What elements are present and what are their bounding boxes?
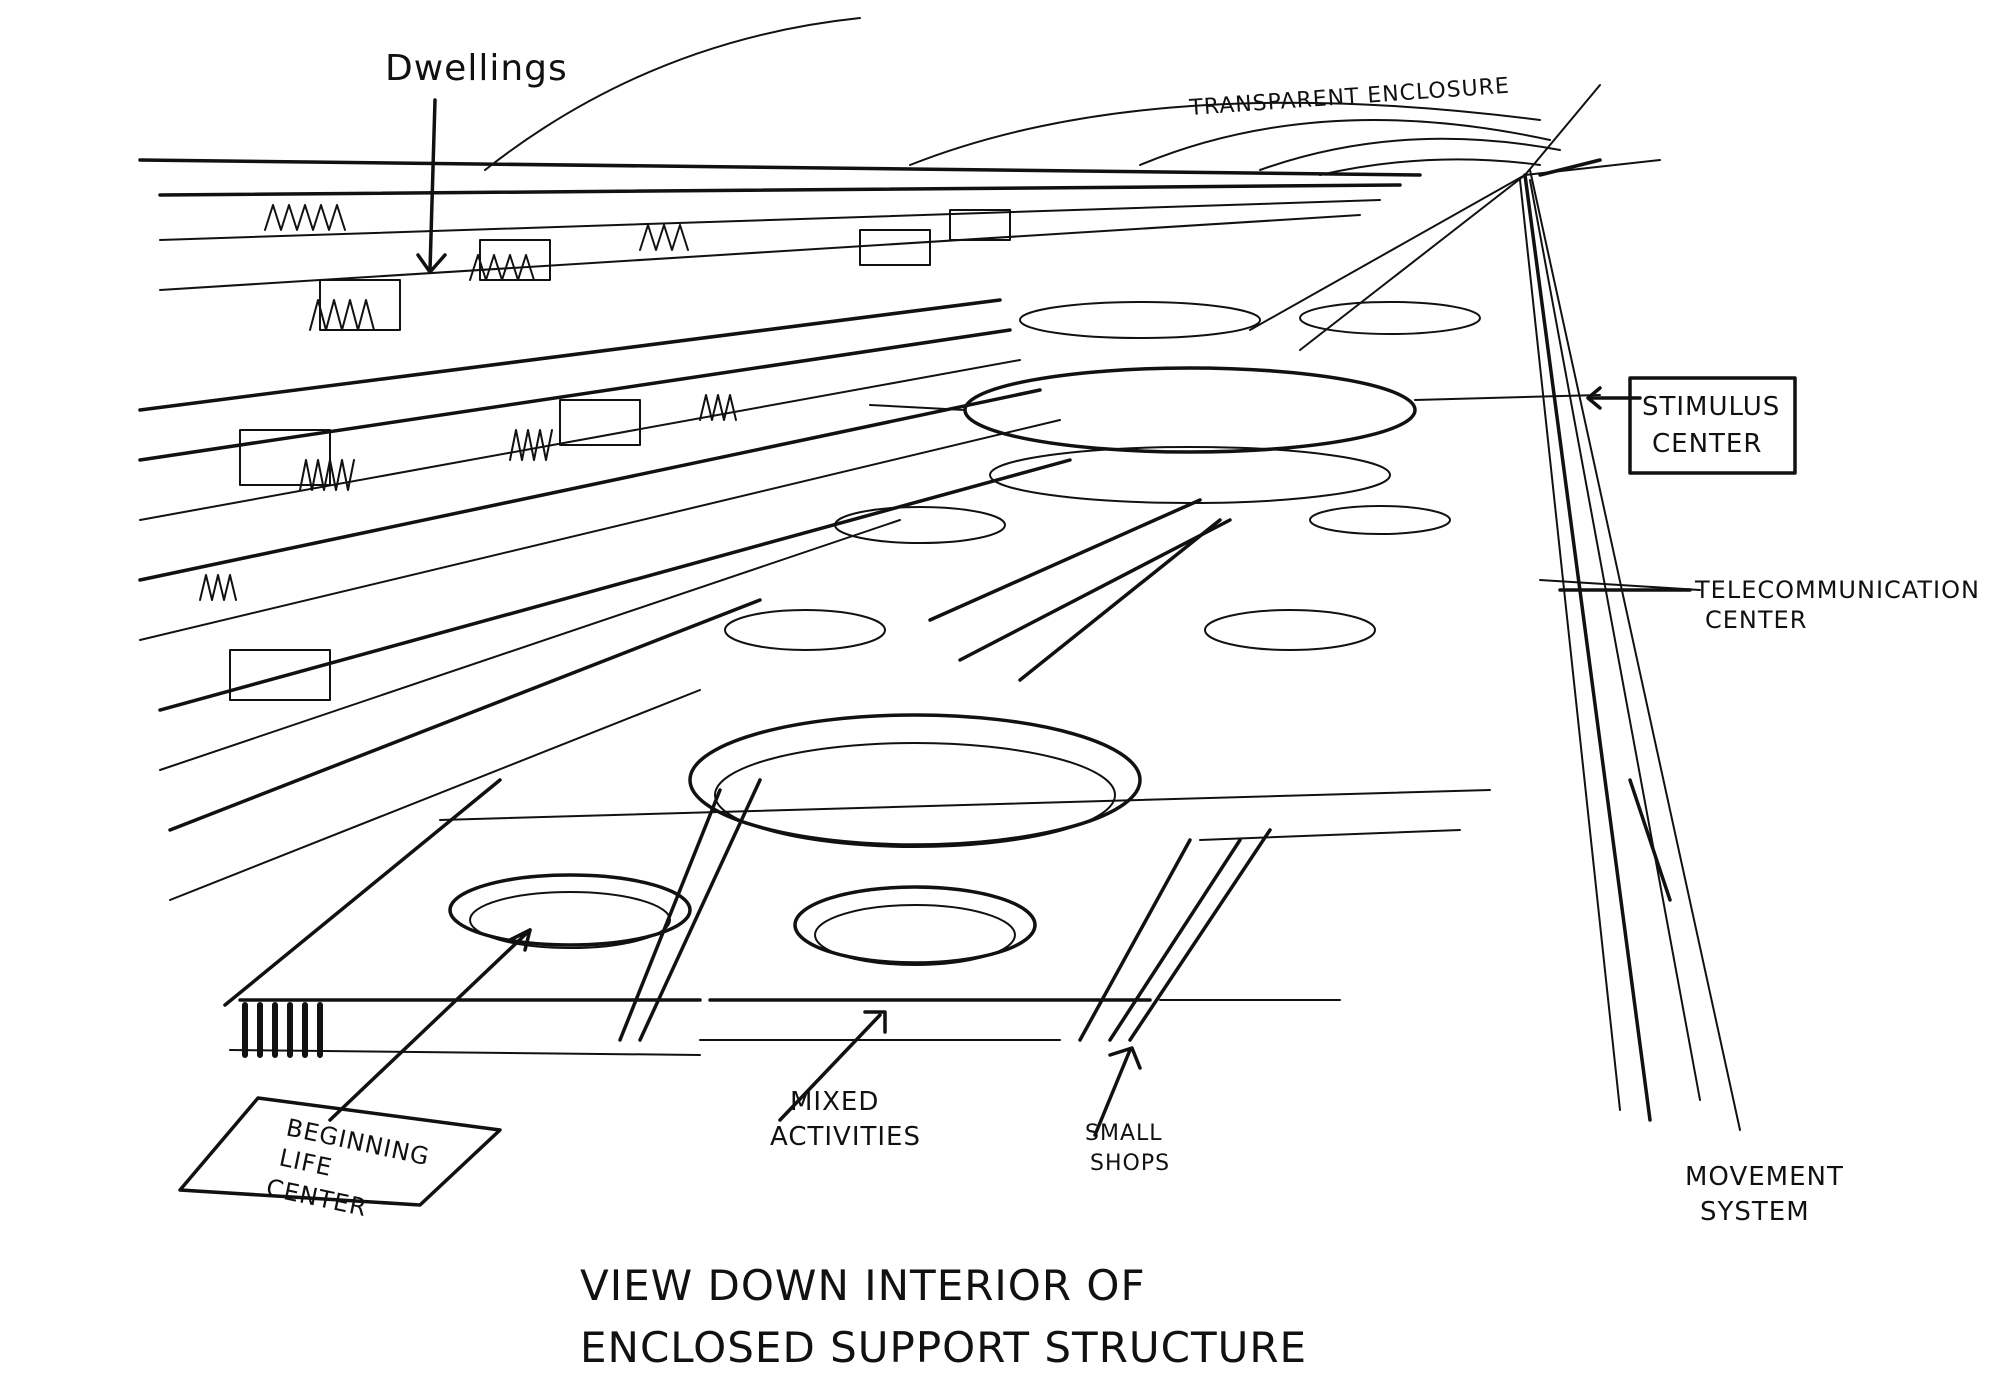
beginning-life-center-label-line3: CENTER (264, 1173, 370, 1222)
movement-system-label-line1: MOVEMENT (1685, 1162, 1844, 1192)
small-shops-label-line1: SMALL (1085, 1121, 1163, 1146)
small-shops-label-line2: SHOPS (1090, 1151, 1170, 1176)
caption-line1: VIEW DOWN INTERIOR OF (580, 1261, 1146, 1310)
telecommunication-center-label-line2: CENTER (1705, 606, 1807, 634)
central-ring (688, 505, 1451, 848)
mixed-activities-label-line2: ACTIVITIES (770, 1122, 921, 1152)
stimulus-center-box (1628, 376, 1797, 475)
lower-deck (223, 778, 1491, 1058)
dwellings-label: Dwellings (385, 48, 568, 89)
transparent-enclosure-label: TRANSPARENT ENCLOSURE (1188, 74, 1511, 121)
dwellings-terraces (138, 158, 1422, 901)
telecommunication-center-label-line1: TELECOMMUNICATION (1694, 576, 1980, 604)
mixed-activities-label-line1: MIXED (790, 1087, 879, 1117)
stimulus-center-label-line2: CENTER (1652, 429, 1762, 459)
stimulus-center-disc (869, 301, 1601, 504)
movement-system-lines (1249, 84, 1741, 1131)
dwelling-units (199, 204, 1011, 701)
stimulus-center-label-line1: STIMULUS (1642, 392, 1780, 422)
caption-line2: ENCLOSED SUPPORT STRUCTURE (580, 1323, 1307, 1372)
movement-system-label-line2: SYSTEM (1700, 1197, 1810, 1227)
transparent-enclosure-arcs (484, 17, 1561, 176)
beginning-life-center-box (178, 1096, 502, 1207)
label-leaders (328, 98, 1692, 1137)
